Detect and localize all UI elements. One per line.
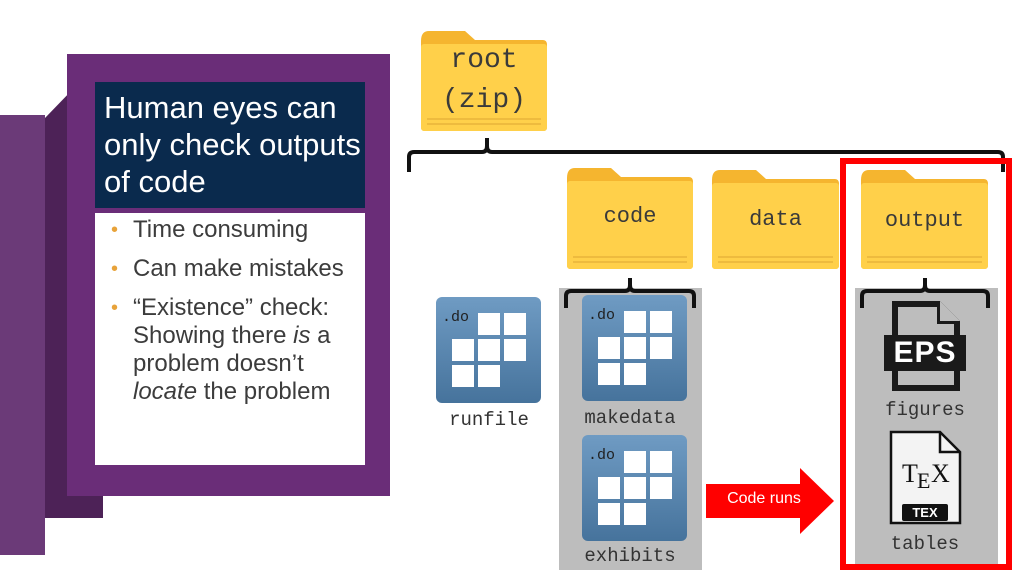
bullet-text: a problem doesn’t bbox=[133, 322, 331, 377]
folder-icon bbox=[567, 168, 693, 269]
code-folder[interactable]: code bbox=[565, 164, 695, 270]
bullet-item: •“Existence” check: Showing there is a p… bbox=[111, 294, 331, 405]
title-box bbox=[95, 82, 365, 208]
folder-icon bbox=[421, 31, 547, 131]
folder-label: data bbox=[749, 207, 802, 232]
exhibits-do-icon[interactable]: .do bbox=[582, 435, 687, 541]
folder-label: root (zip) bbox=[419, 41, 549, 121]
root-label-line2: (zip) bbox=[441, 85, 526, 116]
tex-label: TEX bbox=[912, 505, 938, 520]
code-runs-label: Code runs bbox=[727, 490, 801, 507]
bullet-text: “Existence” check: Showing there bbox=[133, 294, 330, 349]
makedata-label: makedata bbox=[584, 407, 676, 429]
data-folder[interactable]: data bbox=[710, 166, 841, 270]
file-extension: .do bbox=[588, 447, 616, 464]
bullet-text: the problem bbox=[197, 378, 331, 405]
code-runs-arrow bbox=[706, 468, 834, 534]
figures-label: figures bbox=[885, 399, 965, 421]
file-extension: .do bbox=[588, 307, 616, 324]
bullet-item: •Time consuming bbox=[111, 216, 309, 243]
runfile-label: runfile bbox=[449, 409, 529, 431]
folder-icon bbox=[861, 170, 988, 269]
bullet-list: •Time consuming •Can make mistakes •“Exi… bbox=[108, 216, 358, 417]
eps-file-icon[interactable]: EPS bbox=[882, 299, 968, 393]
panel-title: Human eyes can only check outputs of cod… bbox=[104, 90, 361, 199]
exhibits-label: exhibits bbox=[584, 545, 676, 567]
root-folder[interactable]: root (zip) bbox=[419, 27, 549, 132]
eps-label: EPS bbox=[893, 336, 957, 369]
decor-purple-back bbox=[0, 115, 45, 555]
runfile-do-icon[interactable]: .do bbox=[436, 297, 541, 403]
eps-file-svg bbox=[884, 301, 966, 391]
makedata-do-icon[interactable]: .do bbox=[582, 295, 687, 401]
bullet-box bbox=[95, 213, 365, 465]
tables-label: tables bbox=[890, 533, 960, 555]
file-extension: .do bbox=[442, 309, 470, 326]
bullet-emphasis: is bbox=[293, 322, 311, 349]
bullet-item: •Can make mistakes bbox=[111, 255, 344, 282]
tex-file-icon[interactable]: T E X TEX bbox=[888, 430, 962, 525]
folder-label: code bbox=[603, 204, 657, 229]
folder-icon bbox=[712, 170, 839, 269]
tex-file-svg: T E X bbox=[889, 430, 962, 525]
bullet-text: Can make mistakes bbox=[133, 255, 344, 282]
svg-text:E: E bbox=[917, 468, 930, 493]
output-folder[interactable]: output bbox=[859, 166, 990, 270]
svg-text:T: T bbox=[902, 459, 918, 488]
root-label-line1: root bbox=[450, 45, 518, 76]
bullet-emphasis: locate bbox=[133, 378, 198, 405]
bullet-text: Time consuming bbox=[133, 216, 309, 243]
folder-label: output bbox=[884, 208, 965, 233]
svg-text:X: X bbox=[931, 459, 950, 488]
output-highlight-box bbox=[840, 158, 1012, 570]
